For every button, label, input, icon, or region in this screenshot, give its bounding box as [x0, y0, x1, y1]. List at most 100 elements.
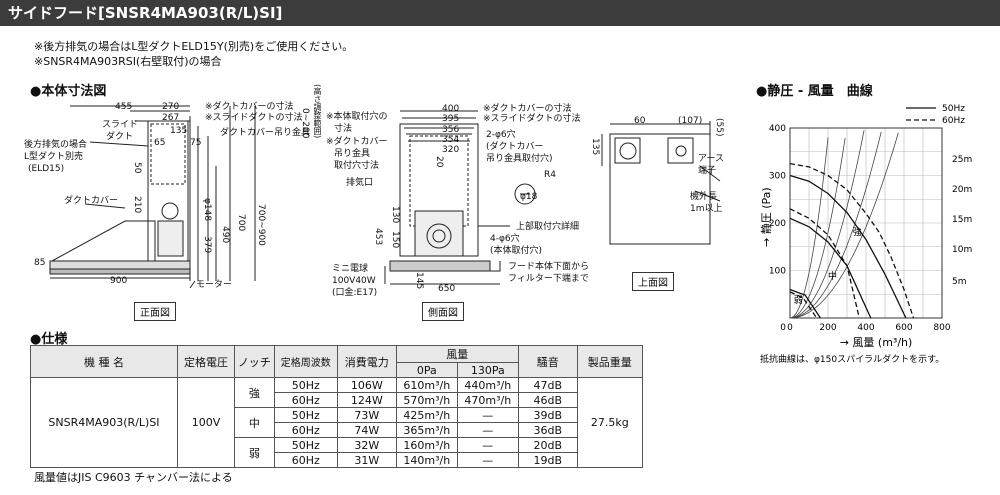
- dim-145: 145: [414, 272, 424, 290]
- power-cell: 32W: [336, 437, 397, 453]
- resistance-label: 5m: [952, 277, 967, 287]
- x-tick-label: 400: [857, 323, 874, 333]
- noise-cell: 36dB: [517, 422, 578, 438]
- freq-cell: 60Hz: [273, 452, 338, 468]
- cord-label-2: 1m以上: [690, 204, 723, 214]
- earth-label-2: 端子: [698, 166, 717, 176]
- y-tick-label: 400: [769, 124, 786, 134]
- table-row: 60Hz 31W 140m³/h — 19dB: [31, 452, 643, 468]
- header-airflow: 風量: [395, 345, 519, 363]
- dim-60: 60: [634, 116, 646, 126]
- table-row: 60Hz 124W 570m³/h 470m³/h 46dB: [31, 392, 643, 408]
- dim-379: 379: [202, 236, 212, 254]
- cord-label: 機外長: [690, 192, 718, 202]
- x-tick-label: 600: [895, 323, 912, 333]
- noise-cell: 46dB: [517, 392, 578, 408]
- dim-320: 320: [442, 145, 460, 155]
- spec-footnote: 風量値はJIS C9603 チャンバー法による: [34, 471, 233, 484]
- x-tick-label: 800: [933, 323, 950, 333]
- side-duct-cover-dim: ※ダクトカバーの寸法: [483, 104, 572, 114]
- dim-490: 490: [220, 226, 230, 244]
- y-tick-label: 200: [769, 219, 786, 229]
- page-title-bar: サイドフード[SNSR4MA903(R/L)SI]: [0, 0, 1000, 26]
- y-tick-label: 100: [769, 267, 786, 277]
- note-rear-exhaust: ※後方排気の場合はL型ダクトELD15Y(別売)をご使用ください。: [34, 40, 354, 53]
- flow130-cell: —: [456, 452, 519, 468]
- chart-title: ●静圧 - 風量 曲線: [756, 84, 873, 99]
- curve-label: 中: [828, 270, 837, 282]
- flow0-cell: 160m³/h: [395, 437, 458, 453]
- side-slide-duct-dim: ※スライドダクトの寸法: [483, 114, 581, 124]
- hanger-label: ダクトカバー吊り金具: [220, 128, 311, 138]
- notch-cell: 強: [234, 377, 275, 408]
- spec-section-title: ●仕様: [30, 332, 68, 347]
- fan-curve-series: [789, 217, 872, 319]
- noise-cell: 47dB: [517, 377, 578, 393]
- dim-75: 75: [190, 138, 202, 148]
- dim-400: 400: [442, 104, 460, 114]
- curve-label: 弱: [794, 295, 803, 306]
- resistance-curve: [789, 137, 829, 319]
- dim-135-top: 135: [590, 138, 600, 156]
- bulb-label-2: 100V40W: [332, 276, 376, 286]
- resistance-label: 10m: [952, 245, 972, 255]
- dim-700: 700: [236, 214, 246, 232]
- rear-exhaust-label: 後方排気の場合: [24, 140, 88, 150]
- top-view-caption: 上面図: [632, 272, 674, 291]
- dim-50: 50: [132, 162, 142, 174]
- power-cell: 124W: [336, 392, 397, 408]
- hanger-hole-label: ※ダクトカバー: [326, 137, 388, 147]
- legend-label: 60Hz: [942, 116, 965, 126]
- x-axis-label: → 風量 (m³/h): [840, 336, 913, 349]
- slide-duct-dim-label: ※スライドダクトの寸法: [205, 113, 303, 123]
- flow130-cell: —: [456, 407, 519, 423]
- header-power: 消費電力: [336, 345, 397, 378]
- motor-label: モーター: [196, 280, 233, 290]
- dim-135: 135: [170, 126, 188, 136]
- resistance-label: 20m: [952, 185, 972, 195]
- y-axis-label: → 静圧 (Pa): [759, 187, 773, 247]
- resistance-curve: [789, 131, 882, 319]
- noise-cell: 19dB: [517, 452, 578, 468]
- dimension-drawings: 455 270 ※ダクトカバーの寸法 267 ※スライドダクトの寸法 135 ダ…: [24, 84, 730, 326]
- note-right-wall: ※SNSR4MA903RSI(右壁取付)の場合: [34, 55, 222, 68]
- slide-duct-label-2: ダクト: [106, 132, 134, 142]
- side-view-caption: 側面図: [422, 302, 464, 321]
- table-row: 弱 50Hz 32W 160m³/h — 20dB: [31, 437, 643, 468]
- drawing-section-title: ●本体寸法図: [30, 84, 107, 99]
- dim-210: 210: [132, 196, 142, 214]
- bulb-label-3: (口金:E17): [332, 288, 378, 298]
- d18-label: φ18: [520, 192, 538, 202]
- dim-700-900: 700~900: [256, 204, 266, 246]
- power-cell: 74W: [336, 422, 397, 438]
- dim-267: 267: [162, 113, 180, 123]
- header-pa130: 130Pa: [456, 362, 519, 378]
- dim-65: 65: [154, 138, 166, 148]
- hanger-hole-label-3: 取付穴寸法: [334, 161, 380, 171]
- dim-20: 20: [434, 156, 444, 168]
- model-cell: SNSR4MA903(R/L)SI: [30, 377, 178, 468]
- dim-85: 85: [34, 258, 46, 268]
- fan-curve-series: [789, 208, 860, 319]
- x-tick-label: 200: [819, 323, 836, 333]
- earth-label: アース: [698, 154, 725, 164]
- freq-cell: 50Hz: [273, 407, 338, 423]
- hole4-label-2: (本体取付穴): [490, 246, 543, 256]
- power-cell: 106W: [336, 377, 397, 393]
- duct-cover-label: ダクトカバー: [64, 196, 119, 206]
- resistance-curve: [789, 130, 865, 319]
- dim-356: 356: [442, 125, 460, 135]
- freq-cell: 50Hz: [273, 437, 338, 453]
- r4-label: R4: [544, 170, 556, 180]
- header-freq: 定格周波数: [273, 345, 338, 378]
- flow0-cell: 570m³/h: [395, 392, 458, 408]
- bulb-label: ミニ電球: [332, 264, 369, 274]
- dim-0-200: 0~200: [300, 108, 310, 139]
- dim-55: (55): [714, 118, 724, 137]
- drawing-lines: [49, 105, 721, 289]
- freq-cell: 50Hz: [273, 377, 338, 393]
- freq-cell: 60Hz: [273, 392, 338, 408]
- front-view-caption: 正面図: [134, 302, 176, 321]
